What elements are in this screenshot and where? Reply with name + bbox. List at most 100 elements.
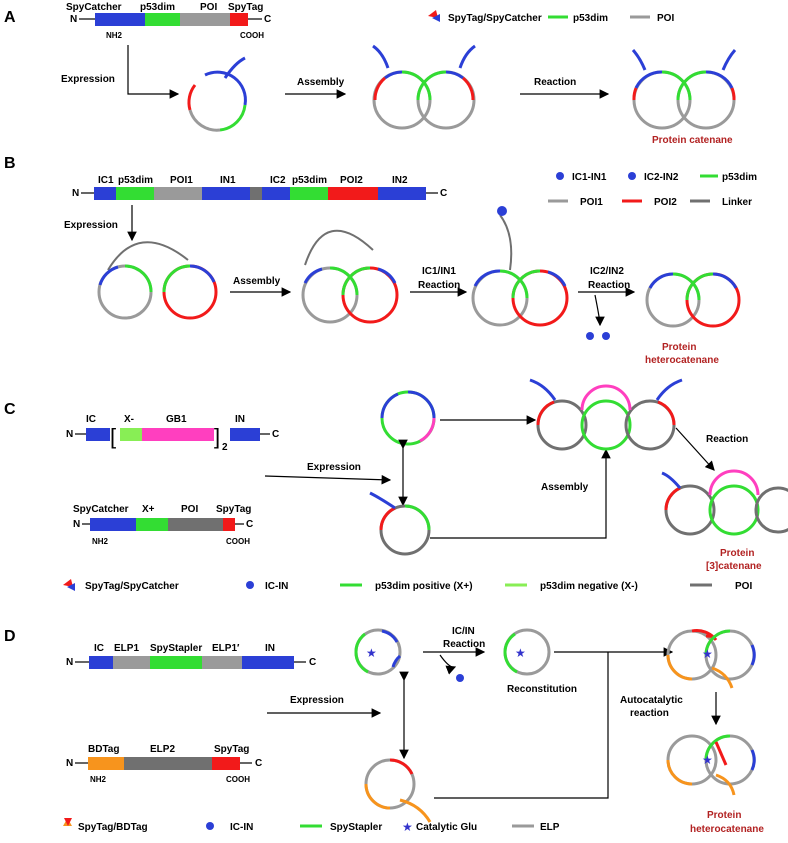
- d1-seg-spystapler-label: SpyStapler: [150, 643, 202, 654]
- c-ring-gb1: [380, 390, 436, 446]
- b-product-line2: heterocatenane: [645, 355, 719, 366]
- d2-cooh: COOH: [226, 775, 250, 784]
- a-step-assembly: Assembly: [297, 77, 345, 88]
- c-product-line1: Protein: [720, 548, 754, 559]
- c2-seg-spycatcher-label: SpyCatcher: [73, 504, 129, 515]
- c2-seg-poi-label: POI: [181, 504, 198, 515]
- c-step-expression: Expression: [307, 462, 361, 473]
- a-seg-p53dim-label: p53dim: [140, 2, 175, 13]
- c-legend-spytag-icon: [63, 579, 75, 591]
- b-legend-p53dim: p53dim: [722, 172, 757, 183]
- b-legend-ic2in2: IC2-IN2: [644, 172, 679, 183]
- c2-n-terminus: N: [73, 519, 80, 530]
- b-step-reaction1: Reaction: [418, 280, 460, 291]
- d1-n-terminus: N: [66, 657, 73, 668]
- c1-seg-gb1: [142, 428, 214, 441]
- d-legend-icin: IC-IN: [230, 822, 253, 833]
- c-product-line2: [3]catenane: [706, 561, 762, 572]
- c-assembled-rings: [529, 378, 683, 451]
- d1-c-terminus: C: [309, 657, 316, 668]
- a-ring-catenane: [631, 49, 737, 130]
- c-legend-icin: IC-IN: [265, 581, 288, 592]
- c-3catenane: [661, 469, 788, 536]
- d1-seg-ic: [89, 656, 113, 669]
- b-legend-ic2-icon: [628, 172, 636, 180]
- d2-seg-elp2: [124, 757, 212, 770]
- c2-nh2: NH2: [92, 537, 109, 546]
- d-step-icin: IC/IN: [452, 626, 475, 637]
- b-step-expression: Expression: [64, 220, 118, 231]
- b-legend-linker: Linker: [722, 197, 752, 208]
- c1-c-terminus: C: [272, 429, 279, 440]
- b-legend-ic1in1: IC1-IN1: [572, 172, 607, 183]
- d2-n-terminus: N: [66, 758, 73, 769]
- c1-seg-xminus-label: X-: [124, 414, 134, 425]
- a-nh2: NH2: [106, 31, 123, 40]
- b-step-ic1in1: IC1/IN1: [422, 266, 456, 277]
- d2-nh2: NH2: [90, 775, 107, 784]
- a-c-terminus: C: [264, 14, 271, 25]
- c2-seg-poi: [168, 518, 223, 531]
- b-seg-poi2-label: POI2: [340, 175, 363, 186]
- d1-seg-in-label: IN: [265, 643, 275, 654]
- b-product-line1: Protein: [662, 342, 696, 353]
- a-seg-spytag-label: SpyTag: [228, 2, 263, 13]
- panel-a-letter: A: [4, 9, 16, 26]
- d1-seg-elp1-label: ELP1: [114, 643, 139, 654]
- a-legend-spytag: SpyTag/SpyCatcher: [448, 13, 542, 24]
- c2-seg-xplus-label: X+: [142, 504, 155, 515]
- c1-seg-gb1-label: GB1: [166, 414, 187, 425]
- a-product: Protein catenane: [652, 135, 733, 146]
- a-n-terminus: N: [70, 14, 77, 25]
- d1-seg-elp1: [113, 656, 150, 669]
- d-step-reaction: Reaction: [443, 639, 485, 650]
- d-product-line2: heterocatenane: [690, 824, 764, 835]
- c-step-assembly: Assembly: [541, 482, 589, 493]
- a-step-reaction: Reaction: [534, 77, 576, 88]
- b-c-terminus: C: [440, 188, 447, 199]
- panel-d: D IC ELP1 SpyStapler ELP1′ IN N C BDTag …: [4, 626, 764, 835]
- d-released-intein: [456, 674, 464, 682]
- d2-seg-elp2-label: ELP2: [150, 744, 175, 755]
- b-step-ic2in2: IC2/IN2: [590, 266, 624, 277]
- d-legend-spytag-icon: [63, 818, 72, 826]
- c1-seg-ic-label: IC: [86, 414, 96, 425]
- c-ring-poi: [369, 491, 431, 556]
- b-seg-ic2: [262, 187, 290, 200]
- a-seg-poi-label: POI: [200, 2, 217, 13]
- a-cooh: COOH: [240, 31, 264, 40]
- b-legend-poi1: POI1: [580, 197, 603, 208]
- c2-seg-spytag: [223, 518, 235, 531]
- d-legend-star-icon: ★: [402, 820, 413, 834]
- b-step-assembly: Assembly: [233, 276, 281, 287]
- d-legend-intein-icon: [206, 822, 214, 830]
- b-seg-poi1: [154, 187, 202, 200]
- d-ring-stapler: ★: [354, 628, 402, 676]
- b-step-reaction2: Reaction: [588, 280, 630, 291]
- a-legend-spytag-icon: [428, 10, 440, 22]
- d-ring-reconstituted: ★: [503, 628, 551, 676]
- c1-repeat: 2: [222, 442, 228, 453]
- a-seg-poi: [180, 13, 230, 26]
- panel-b: B IC1 p53dim POI1 IN1 IC2 p53dim POI2 IN…: [4, 155, 757, 366]
- b-rings-expressed: [97, 241, 218, 320]
- b-seg-p53dim1: [116, 187, 154, 200]
- b-seg-in1-label: IN1: [220, 175, 236, 186]
- c1-seg-ic: [86, 428, 110, 441]
- panel-d-letter: D: [4, 628, 16, 645]
- c1-seg-in-label: IN: [235, 414, 245, 425]
- d2-seg-bdtag-label: BDTag: [88, 744, 119, 755]
- panel-a: A SpyCatcher p53dim POI SpyTag N C NH2 C…: [4, 2, 737, 146]
- b-released-intein: [586, 332, 594, 340]
- d-ring-bdtag: [364, 758, 432, 823]
- d-step-autocatalytic: Autocatalytic: [620, 695, 683, 706]
- c2-cooh: COOH: [226, 537, 250, 546]
- b-seg-ic2-label: IC2: [270, 175, 286, 186]
- svg-text:★: ★: [702, 753, 713, 767]
- b-n-terminus: N: [72, 188, 79, 199]
- d-legend-elp: ELP: [540, 822, 560, 833]
- c1-n-terminus: N: [66, 429, 73, 440]
- d-step-reconstitution: Reconstitution: [507, 684, 577, 695]
- c1-seg-xminus: [120, 428, 142, 441]
